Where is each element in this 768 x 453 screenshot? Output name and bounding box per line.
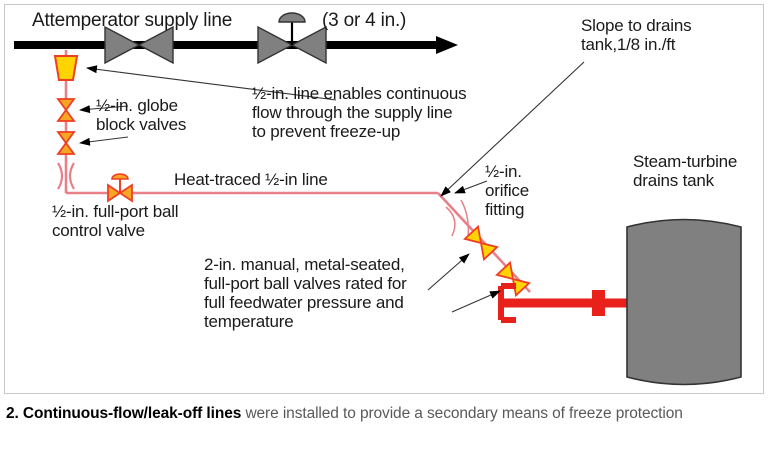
label-globe-block-valves: ½-in. globe block valves (96, 96, 187, 135)
drains-tank (626, 218, 742, 386)
flow-arrowhead (436, 36, 458, 54)
label-attemperator-supply-line: Attemperator supply line (32, 10, 233, 31)
label-pipe-size: (3 or 4 in.) (322, 10, 407, 31)
supply-gate-valve-2 (257, 12, 327, 65)
reducer-fitting (53, 55, 79, 81)
pipe-flange (592, 290, 605, 316)
diagonal-ball-valve-1 (463, 224, 499, 262)
valve-actuator (278, 12, 306, 23)
control-valve-actuator (111, 173, 129, 180)
supply-gate-valve-1 (104, 25, 174, 65)
drain-pipe-to-tank (498, 283, 640, 323)
caption-bold-lead: 2. Continuous-flow/leak-off lines (6, 405, 242, 422)
label-orifice-fitting: ½-in. orifice fitting (485, 162, 529, 220)
label-heat-traced-line: Heat-traced ½-in line (174, 170, 328, 189)
label-steam-turbine-drains-tank: Steam-turbine drains tank (633, 152, 738, 191)
ball-control-valve (107, 173, 133, 203)
globe-block-valve-1 (56, 98, 76, 122)
globe-block-valve-2 (56, 131, 76, 155)
attemperator-supply-line (14, 36, 458, 54)
leader-lines (79, 61, 585, 313)
label-slope-to-drains-tank: Slope to drains tank,1/8 in./ft (581, 16, 692, 55)
label-ball-control-valve: ½-in. full-port ball control valve (52, 202, 179, 241)
orifice-fitting (445, 199, 470, 239)
label-manual-ball-valves: 2-in. manual, metal-seated, full-port ba… (204, 255, 407, 332)
label-half-inch-line-note: ½-in. line enables continuous flow throu… (252, 84, 467, 142)
cross-valve (57, 162, 75, 190)
figure-caption: 2. Continuous-flow/leak-off lines were i… (6, 404, 758, 425)
caption-body: were installed to provide a secondary me… (241, 405, 683, 422)
